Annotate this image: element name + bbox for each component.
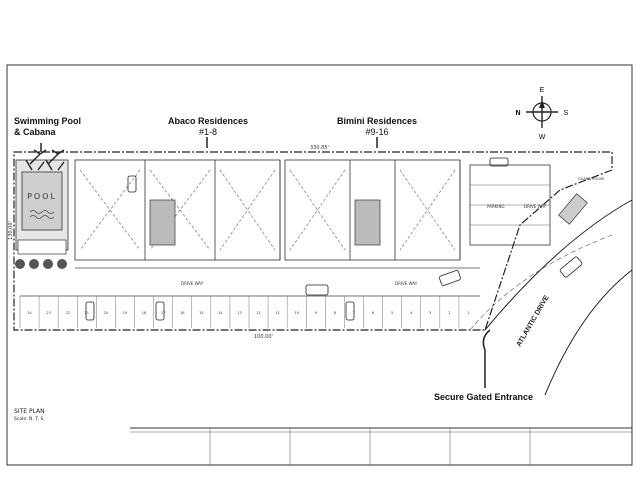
- abaco-stair-core: [149, 199, 176, 246]
- sheet-border: [6, 64, 633, 466]
- parking-stall-number: 11: [275, 311, 279, 315]
- car-icon: [439, 270, 461, 286]
- car-icon: [489, 157, 509, 167]
- parking-stall-number: 19: [123, 311, 127, 315]
- parking-stall-number: 8: [334, 311, 336, 315]
- car-icon: [85, 301, 95, 321]
- parking-stall-number: 16: [180, 311, 184, 315]
- bimini-building: [284, 159, 461, 261]
- car-icon: [155, 301, 165, 321]
- bottom-dimension: 100.00': [254, 334, 273, 340]
- car-icon: [127, 175, 137, 193]
- secure-entrance-callout: Secure Gated Entrance: [434, 392, 534, 402]
- atlantic-drive-edge: [484, 199, 633, 331]
- parking-stall-number: 4: [410, 311, 413, 315]
- parking-stall-number: 2: [448, 311, 450, 315]
- driveway-label: DRIVE WAY: [181, 281, 204, 286]
- top-dimension: 330.85': [310, 145, 329, 151]
- abaco-callout-title: Abaco Residences: [167, 116, 249, 126]
- site-plan-title: SITE PLAN: [14, 408, 45, 415]
- pool-callout-line2: & Cabana: [14, 127, 56, 137]
- pool-label: POOL: [27, 192, 57, 201]
- cabana-building: [17, 239, 67, 255]
- bimini-callout-units: #9-16: [365, 127, 389, 137]
- parking-stall-number: 6: [372, 311, 374, 315]
- compass-south-label: S: [564, 110, 569, 117]
- atlantic-drive-label: ATLANTIC DRIVE: [516, 294, 551, 348]
- palm-tree-icon: [25, 149, 47, 171]
- left-dimension: 130.00': [8, 221, 14, 240]
- pool-cabana-callout: Swimming Pool & Cabana: [14, 116, 81, 138]
- abaco-callout-units: #1-8: [198, 127, 217, 137]
- parking-stall-number: 1: [467, 311, 469, 315]
- abaco-building: [74, 159, 281, 261]
- palm-tree-icon: [45, 149, 65, 171]
- car-icon: [305, 284, 329, 296]
- parking-stall-number: 10: [294, 311, 298, 315]
- pool-callout-line1: Swimming Pool: [14, 116, 82, 126]
- parking-stall-number: 18: [142, 311, 146, 315]
- parking-stall-number: 22: [65, 311, 69, 315]
- atlantic-drive-edge: [544, 269, 633, 396]
- bimini-stair-core: [354, 199, 381, 246]
- parking-stall-number: 3: [429, 311, 431, 315]
- bimini-callout: Bimini Residences #9-16: [332, 116, 422, 138]
- driveway-label: DRIVE WAY: [524, 204, 547, 209]
- parking-stall-number: 24: [27, 311, 32, 315]
- parking-stall-number: 20: [104, 311, 108, 315]
- parking-stall-number: 17: [161, 311, 165, 315]
- compass-north-label: N: [515, 110, 520, 117]
- property-boundary: [13, 151, 613, 331]
- north-arrow-compass: [526, 96, 558, 128]
- parking-stall-number: 12: [256, 311, 260, 315]
- parking-stall-number: 9: [315, 311, 317, 315]
- parking-stall-number: 14: [218, 311, 223, 315]
- parking-stall-number: 21: [85, 311, 89, 315]
- parking-stall-row: [19, 296, 460, 328]
- car-icon: [559, 256, 583, 278]
- guard-house-label: GUARD HOUSE: [578, 177, 604, 181]
- compass-east-label: E: [540, 87, 545, 94]
- parking-stall-number: 23: [46, 311, 50, 315]
- parking-stall-number: 5: [391, 311, 393, 315]
- bimini-callout-title: Bimini Residences: [336, 116, 418, 126]
- shrub-row: [15, 259, 67, 269]
- leader-line: [482, 329, 491, 388]
- abaco-callout: Abaco Residences #1-8: [166, 116, 250, 138]
- pool-basin: [21, 171, 63, 231]
- parking-stall-number: 13: [237, 311, 241, 315]
- guard-house: [558, 193, 588, 225]
- atlantic-drive-centerline: [469, 234, 613, 331]
- pool-water-waves: [29, 210, 55, 219]
- parking-label: PARKING: [487, 204, 505, 209]
- driveway-label: DRIVE WAY: [395, 281, 418, 286]
- compass-west-label: W: [539, 134, 546, 141]
- scale-note: Scale: N. T. S.: [14, 416, 45, 422]
- parking-stall-number: 15: [199, 311, 203, 315]
- car-icon: [345, 301, 355, 321]
